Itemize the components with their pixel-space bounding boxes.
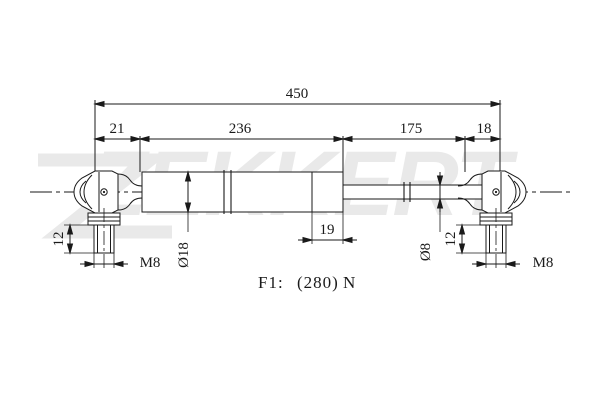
right-end-fitting: [457, 170, 527, 214]
rod-shaft: [342, 184, 484, 200]
d18-arrow-bottom: [184, 202, 192, 214]
left-thread-callout: M8: [80, 253, 160, 271]
left-socket-body: [73, 170, 119, 214]
dimension-left-12: 12: [51, 223, 94, 255]
cylinder-end-cap: [311, 171, 344, 213]
d19-arrow-left: [302, 236, 314, 244]
left-ball-arc: [79, 180, 87, 204]
dimension-chain-row: 21 236 175: [93, 121, 502, 172]
dim-label-19: 19: [320, 222, 335, 238]
arrow-l-21: [93, 135, 105, 143]
left-m8-arrow-2: [112, 260, 124, 268]
left-end-fitting: [73, 170, 143, 214]
arrow-r-175: [455, 135, 467, 143]
left-m8-arrow-1: [84, 260, 96, 268]
left-stud-assembly: [87, 208, 121, 268]
dim-label-18: 18: [477, 121, 492, 137]
dimension-236: 236: [138, 121, 345, 143]
left-neck-bottom: [117, 197, 143, 211]
force-unit: N: [343, 273, 356, 292]
right-12-arrow-bottom: [458, 243, 466, 255]
force-value: (280): [297, 273, 339, 292]
dimension-overall-450: 450: [93, 86, 502, 175]
dimension-21: 21: [93, 121, 142, 143]
dimension-18: 18: [463, 121, 502, 143]
dimension-cylinder-diameter: Ø18: [176, 170, 192, 268]
force-label: F1:: [258, 273, 284, 292]
arrow-l-236: [138, 135, 150, 143]
dimension-end-cap-19: 19: [298, 212, 357, 244]
dim-label-right-12: 12: [443, 232, 459, 247]
cylinder-tube: [141, 171, 313, 213]
dim-label-left-12: 12: [51, 232, 67, 247]
right-thread-callout: M8: [472, 253, 553, 271]
dim-label-21: 21: [110, 121, 125, 137]
piston-rod: [342, 182, 484, 202]
arrow-l-18: [463, 135, 475, 143]
force-specification: F1: (280) N: [258, 273, 356, 292]
right-neck-bottom: [457, 197, 483, 211]
left-ball-arc-2: [83, 174, 93, 210]
right-m8-arrow-2: [504, 260, 516, 268]
arrow-right-450: [490, 100, 502, 108]
d18-arrow-top: [184, 170, 192, 182]
dimension-rod-diameter: Ø8: [418, 172, 444, 261]
arrow-r-18: [490, 135, 502, 143]
dim-label-cylinder-diameter: Ø18: [176, 242, 192, 268]
dim-label-rod-diameter: Ø8: [418, 243, 434, 261]
right-12-arrow-top: [458, 223, 466, 235]
cylinder-body: [141, 170, 344, 214]
dim-label-175: 175: [400, 121, 423, 137]
dim-label-236: 236: [229, 121, 252, 137]
dim-label-left-m8: M8: [140, 255, 161, 271]
dim-label-450: 450: [286, 86, 309, 102]
left-12-arrow-bottom: [66, 243, 74, 255]
dimension-right-12: 12: [443, 223, 486, 255]
arrow-r-236: [333, 135, 345, 143]
right-pivot-center: [494, 190, 498, 194]
arrow-r-21: [130, 135, 142, 143]
right-socket-body: [481, 170, 527, 214]
left-12-arrow-top: [66, 223, 74, 235]
left-pivot-center: [102, 190, 106, 194]
dimension-175: 175: [341, 121, 467, 143]
d8-arrow-top: [436, 175, 444, 187]
right-ball-arc: [513, 180, 521, 204]
right-m8-arrow-1: [476, 260, 488, 268]
d19-arrow-right: [341, 236, 353, 244]
arrow-left-450: [93, 100, 105, 108]
left-neck-top: [117, 173, 143, 187]
right-neck-top: [457, 173, 483, 187]
dim-label-right-m8: M8: [533, 255, 554, 271]
arrow-l-175: [341, 135, 353, 143]
right-stud-assembly: [479, 208, 513, 268]
right-ball-arc-2: [507, 174, 517, 210]
